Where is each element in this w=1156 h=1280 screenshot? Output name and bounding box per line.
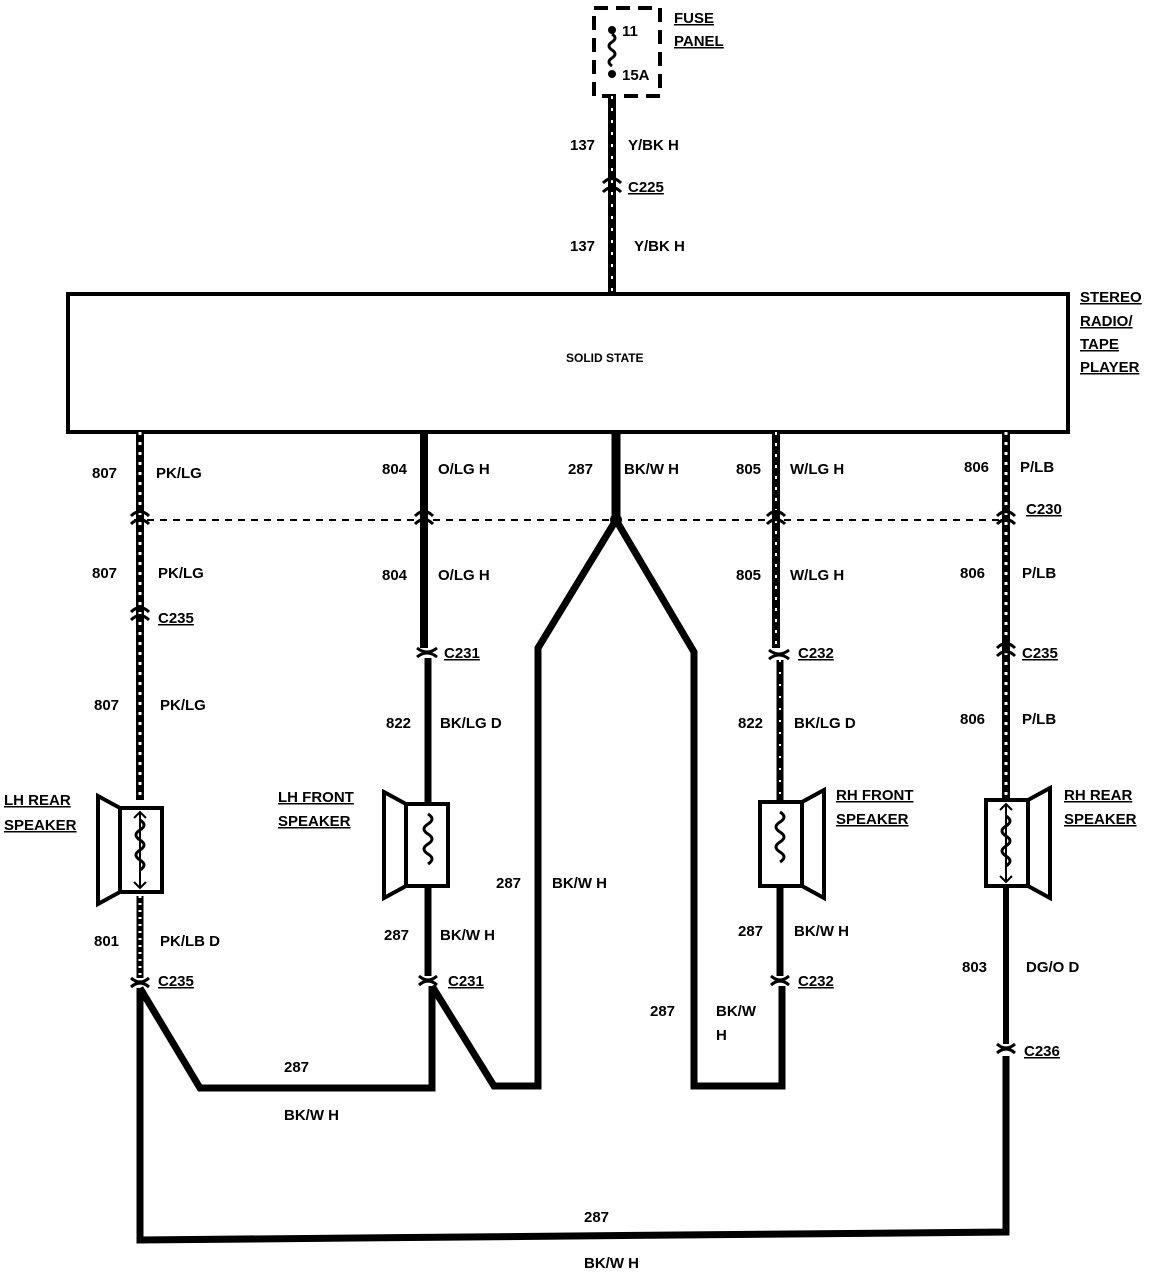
wire-805: 805 W/LG H 805 W/LG H C232 822 BK/LG D <box>736 432 856 802</box>
wire-805-color-top: W/LG H <box>790 461 844 478</box>
wire-807: 807 PK/LG 807 PK/LG C235 807 PK/LG <box>92 432 206 800</box>
wire-287-center: 287 BK/W H 287 BK/W H 287 BK/W H <box>429 432 786 1090</box>
wire-806-color-mid: P/LB <box>1022 565 1056 582</box>
wire-287-bottom-circuit: 287 <box>584 1209 609 1226</box>
speaker-rh-rear-label-1: RH REAR <box>1064 787 1133 804</box>
feed-color-1: Y/BK H <box>628 137 679 154</box>
speaker-rh-rear-label-2: SPEAKER <box>1064 811 1137 828</box>
wire-804: 804 O/LG H 804 O/LG H C231 822 BK/LG D <box>382 432 502 802</box>
wire-801: 801 PK/LB D C235 <box>94 896 220 990</box>
radio-label-4: PLAYER <box>1080 359 1140 376</box>
wire-287-lh-front: 287 BK/W H C231 <box>384 888 495 990</box>
wire-287-lhloop-color: BK/W H <box>284 1107 339 1124</box>
wire-806: 806 P/LB 806 P/LB C235 806 P/LB <box>960 432 1058 800</box>
wire-287-bottom-return <box>136 988 1010 1244</box>
wire-287-circuit-top: 287 <box>568 461 593 478</box>
connector-c235-c: C235 <box>158 973 194 990</box>
speaker-rh-rear: RH REAR SPEAKER <box>984 784 1137 902</box>
wire-822-color-left: BK/LG D <box>440 715 502 732</box>
wire-287-color-centerright-1: BK/W <box>716 1003 757 1020</box>
connector-c231-a: C231 <box>444 645 480 662</box>
wire-806-circuit-mid: 806 <box>960 565 985 582</box>
wire-804-color-mid: O/LG H <box>438 567 490 584</box>
connector-c231-b: C231 <box>448 973 484 990</box>
feed-color-2: Y/BK H <box>634 238 685 255</box>
connector-c230: C230 <box>1026 501 1062 518</box>
wire-287-circuit-centerright: 287 <box>650 1003 675 1020</box>
wire-807-circuit-top: 807 <box>92 465 117 482</box>
connector-c232-b: C232 <box>798 973 834 990</box>
connector-c235-b: C235 <box>1022 645 1058 662</box>
wire-807-circuit-low: 807 <box>94 697 119 714</box>
wire-287-rh-front: 287 BK/W H C232 <box>738 888 849 990</box>
connector-c236: C236 <box>1024 1043 1060 1060</box>
wire-287-rhf-circuit: 287 <box>738 923 763 940</box>
speaker-rh-front-label-2: SPEAKER <box>836 811 909 828</box>
wire-822-circuit-right: 822 <box>738 715 763 732</box>
radio-label-3: TAPE <box>1080 336 1119 353</box>
wire-287-lhloop-circuit: 287 <box>284 1059 309 1076</box>
wire-805-color-mid: W/LG H <box>790 567 844 584</box>
wire-287-lhf-color: BK/W H <box>440 927 495 944</box>
connector-c235-a: C235 <box>158 610 194 627</box>
feed-circuit-2: 137 <box>570 238 595 255</box>
wire-287-lhf-circuit: 287 <box>384 927 409 944</box>
wire-806-color-low: P/LB <box>1022 711 1056 728</box>
radio-inner-text: SOLID STATE <box>566 351 644 365</box>
speaker-lh-front-label-1: LH FRONT <box>278 789 354 806</box>
wire-806-circuit-low: 806 <box>960 711 985 728</box>
stereo-radio-unit: SOLID STATE STEREO RADIO/ TAPE PLAYER <box>66 289 1142 434</box>
wire-822-circuit-left: 822 <box>386 715 411 732</box>
speaker-lh-rear: LH REAR SPEAKER <box>4 792 164 908</box>
wire-804-color-top: O/LG H <box>438 461 490 478</box>
wire-807-color-low: PK/LG <box>160 697 206 714</box>
connector-c225: C225 <box>628 179 664 196</box>
wire-287-color-centerright-2: H <box>716 1027 727 1044</box>
speaker-lh-front: LH FRONT SPEAKER <box>278 788 450 902</box>
wire-803-color: DG/O D <box>1026 959 1080 976</box>
connector-c232-a: C232 <box>798 645 834 662</box>
wire-287-color-top: BK/W H <box>624 461 679 478</box>
feed-circuit-1: 137 <box>570 137 595 154</box>
feed-wire: 137 Y/BK H C225 137 Y/BK H <box>570 96 685 293</box>
radio-label-2: RADIO/ <box>1080 313 1133 330</box>
speaker-lh-rear-label-2: SPEAKER <box>4 817 77 834</box>
fuse-panel: 11 15A FUSE PANEL <box>592 6 724 98</box>
wire-803: 803 DG/O D C236 <box>962 888 1080 1060</box>
wire-804-circuit-mid: 804 <box>382 567 408 584</box>
fuse-panel-title-2: PANEL <box>674 33 724 50</box>
fuse-number: 11 <box>622 23 638 40</box>
wire-287-color-centerleft: BK/W H <box>552 875 607 892</box>
wire-804-circuit-top: 804 <box>382 461 408 478</box>
wire-803-circuit: 803 <box>962 959 987 976</box>
speaker-lh-front-label-2: SPEAKER <box>278 813 351 830</box>
wire-822-color-right: BK/LG D <box>794 715 856 732</box>
wire-287-bottom-color: BK/W H <box>584 1255 639 1272</box>
wire-806-circuit-top: 806 <box>964 459 989 476</box>
wire-801-color: PK/LB D <box>160 933 220 950</box>
fuse-panel-title-1: FUSE <box>674 10 714 27</box>
wire-807-circuit-mid: 807 <box>92 565 117 582</box>
wire-805-circuit-mid: 805 <box>736 567 761 584</box>
wire-805-circuit-top: 805 <box>736 461 761 478</box>
wire-801-circuit: 801 <box>94 933 119 950</box>
fuse-rating: 15A <box>622 67 650 84</box>
wire-287-circuit-centerleft: 287 <box>496 875 521 892</box>
radio-label-1: STEREO <box>1080 289 1142 306</box>
speaker-rh-front-label-1: RH FRONT <box>836 787 914 804</box>
wire-806-color-top: P/LB <box>1020 459 1054 476</box>
speaker-lh-rear-label-1: LH REAR <box>4 792 71 809</box>
wire-287-rhf-color: BK/W H <box>794 923 849 940</box>
speaker-rh-front: RH FRONT SPEAKER <box>758 786 914 902</box>
wire-807-color-top: PK/LG <box>156 465 202 482</box>
wire-287-lh-loop <box>136 986 436 1092</box>
wire-807-color-mid: PK/LG <box>158 565 204 582</box>
